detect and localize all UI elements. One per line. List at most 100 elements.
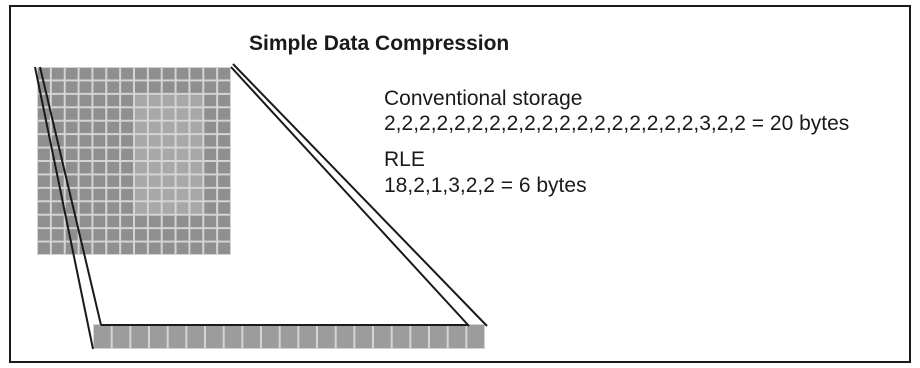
grid-cell xyxy=(135,81,147,93)
grid-cell xyxy=(190,94,203,107)
grid-cell xyxy=(51,148,64,160)
grid-cell xyxy=(190,229,203,241)
grid-cell xyxy=(204,215,217,228)
grid-cell xyxy=(218,162,230,174)
grid-cell xyxy=(148,121,161,134)
strip-cell xyxy=(94,325,111,348)
grid-cell xyxy=(93,68,106,80)
grid-cell xyxy=(79,188,92,201)
grid-cell xyxy=(93,229,106,241)
grid-cell xyxy=(176,148,189,160)
grid-cell xyxy=(65,121,78,134)
strip-cell xyxy=(430,325,447,348)
grid-cell xyxy=(93,148,106,160)
strip-cell xyxy=(224,325,242,348)
grid-cell xyxy=(204,202,217,214)
grid-cell xyxy=(79,94,92,107)
rle-sequence: 18,2,1,3,2,2 = 6 bytes xyxy=(384,174,587,197)
grid-cell xyxy=(204,162,217,174)
grid-cell xyxy=(79,135,92,147)
grid-cell xyxy=(148,162,161,174)
grid-cell xyxy=(121,108,133,120)
conventional-storage-sequence: 2,2,2,2,2,2,2,2,2,2,2,2,2,2,2,2,2,2,3,2,… xyxy=(384,112,850,135)
grid-cell xyxy=(190,162,203,174)
grid-cell xyxy=(162,81,175,93)
grid-cell xyxy=(121,68,133,80)
pixel-strip xyxy=(93,324,485,349)
grid-cell xyxy=(148,108,161,120)
grid-cell xyxy=(162,188,175,201)
projection-lines xyxy=(34,63,488,350)
grid-cell xyxy=(135,108,147,120)
grid-cell xyxy=(162,175,175,187)
grid-cell xyxy=(51,108,64,120)
grid-cell xyxy=(218,108,230,120)
grid-cell xyxy=(51,188,64,201)
grid-cell xyxy=(162,94,175,107)
grid-cell xyxy=(107,229,120,241)
grid-cell xyxy=(176,229,189,241)
grid-cell xyxy=(93,162,106,174)
grid-cell xyxy=(176,94,189,107)
grid-cell xyxy=(218,202,230,214)
grid-cell xyxy=(38,121,50,134)
projection-line-right-inner xyxy=(230,66,470,327)
grid-cell xyxy=(79,162,92,174)
grid-cell xyxy=(51,215,64,228)
grid-cell xyxy=(51,121,64,134)
grid-cell xyxy=(38,135,50,147)
grid-cell xyxy=(176,81,189,93)
grid-cell xyxy=(204,242,217,254)
strip-cell xyxy=(411,325,428,348)
grid-cell xyxy=(51,81,64,93)
grid-cell xyxy=(135,94,147,107)
grid-cell xyxy=(93,215,106,228)
frame-border xyxy=(9,5,911,363)
grid-cell xyxy=(218,121,230,134)
strip-cell xyxy=(467,325,484,348)
grid-cell xyxy=(148,188,161,201)
grid-cell xyxy=(38,229,50,241)
grid-cell xyxy=(218,215,230,228)
strip-cell xyxy=(374,325,391,348)
grid-cell xyxy=(79,175,92,187)
grid-cell xyxy=(107,94,120,107)
grid-cell xyxy=(38,162,50,174)
grid-cell xyxy=(176,135,189,147)
grid-cell xyxy=(121,175,133,187)
grid-cell xyxy=(107,175,120,187)
strip-cell xyxy=(112,325,130,348)
grid-cell xyxy=(148,148,161,160)
grid-cell xyxy=(218,135,230,147)
strip-cell xyxy=(392,325,410,348)
grid-cell xyxy=(176,188,189,201)
pixel-grid xyxy=(37,67,231,255)
grid-cell xyxy=(204,94,217,107)
strip-cell xyxy=(168,325,186,348)
grid-cell xyxy=(93,242,106,254)
grid-cell xyxy=(79,81,92,93)
grid-cell xyxy=(79,68,92,80)
projection-line-right-outer xyxy=(232,63,488,327)
strip-cell xyxy=(131,325,148,348)
grid-cell xyxy=(190,135,203,147)
grid-cell xyxy=(79,229,92,241)
grid-cell xyxy=(162,148,175,160)
grid-cell xyxy=(162,121,175,134)
grid-cell xyxy=(148,175,161,187)
grid-cell xyxy=(38,188,50,201)
grid-cell xyxy=(121,135,133,147)
grid-cell xyxy=(218,229,230,241)
grid-cell xyxy=(190,242,203,254)
grid-cell xyxy=(107,135,120,147)
grid-cell xyxy=(65,108,78,120)
grid-cell xyxy=(148,94,161,107)
grid-cell xyxy=(218,68,230,80)
grid-cell xyxy=(121,162,133,174)
grid-cell xyxy=(135,175,147,187)
grid-cell xyxy=(204,81,217,93)
grid-cell xyxy=(65,188,78,201)
grid-cell xyxy=(148,215,161,228)
